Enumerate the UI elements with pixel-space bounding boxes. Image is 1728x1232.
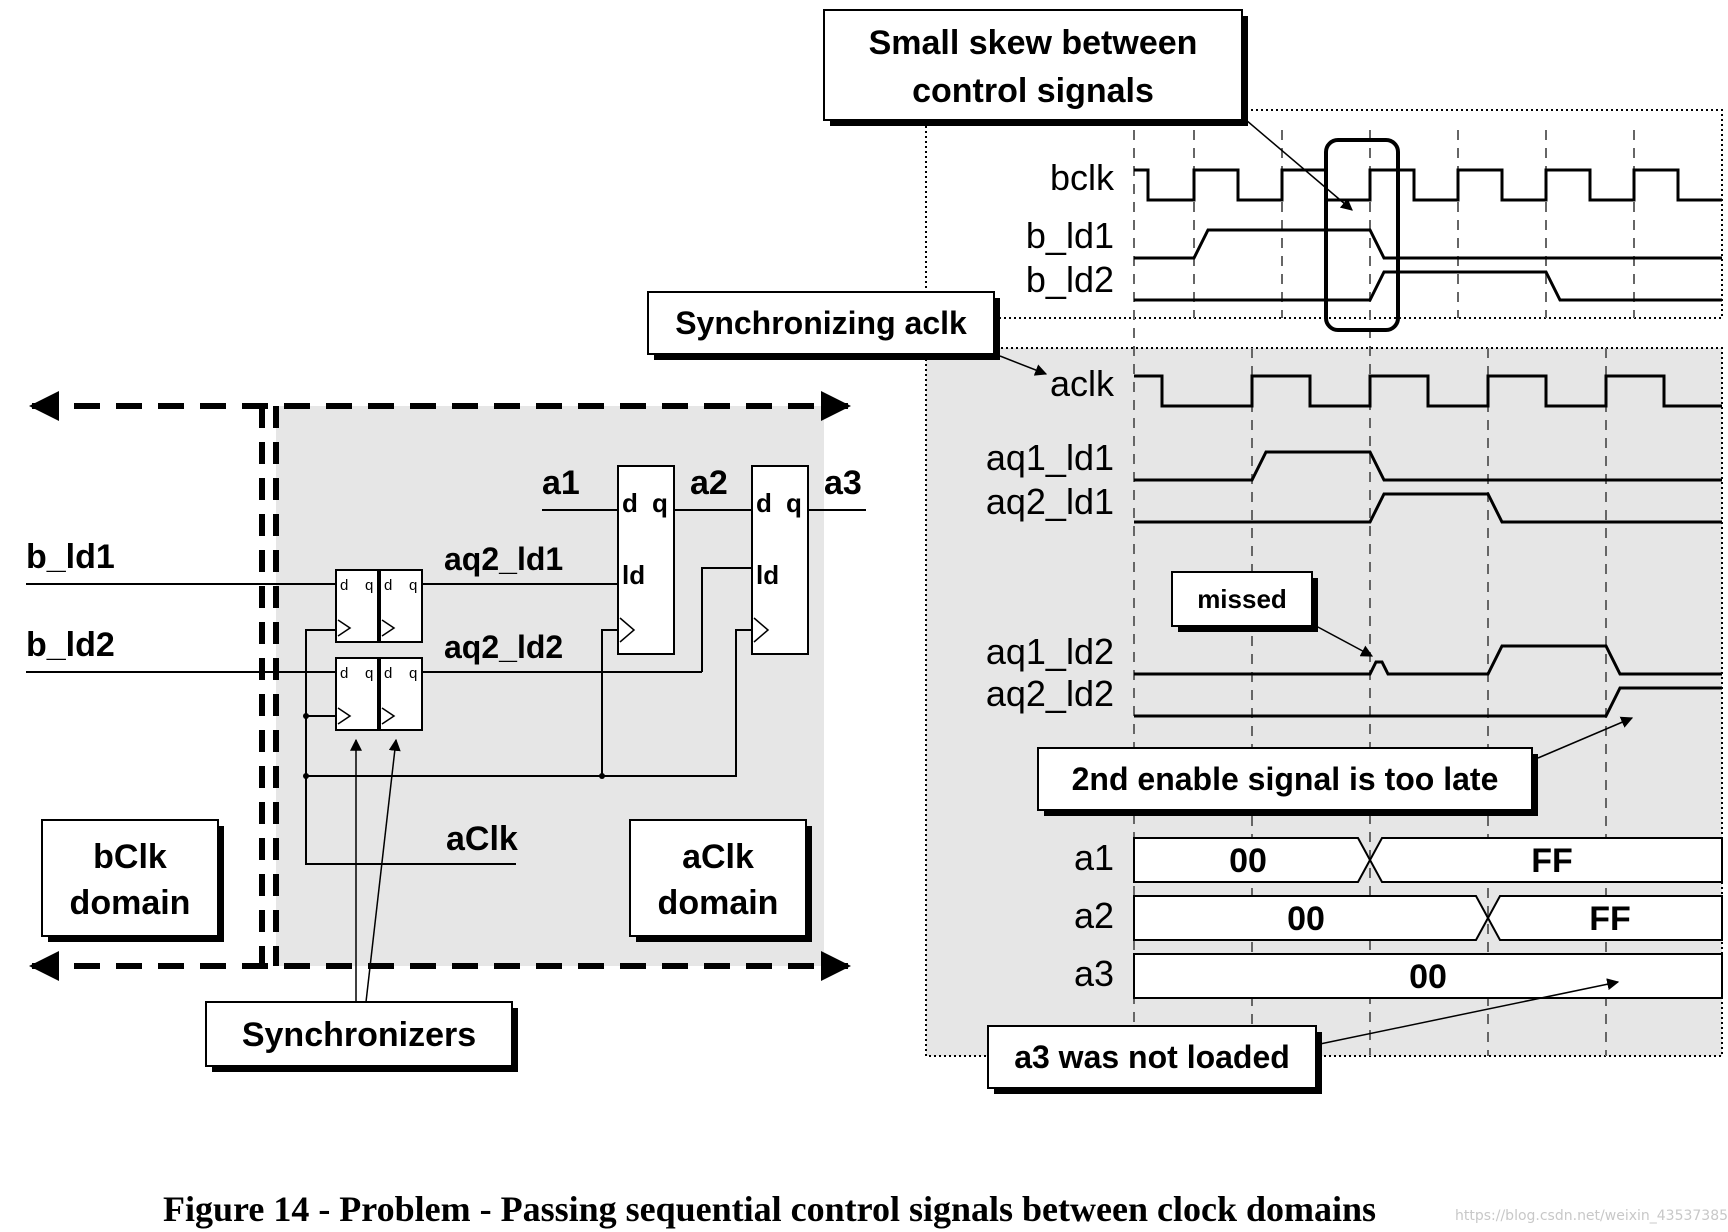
svg-text:d: d xyxy=(622,488,638,518)
sync-aclk-callout: Synchronizing aclk xyxy=(647,291,1000,360)
bclk-label: bclk xyxy=(1050,157,1115,198)
register-a2: d q ld xyxy=(617,465,675,655)
svg-text:Small skew between: Small skew between xyxy=(869,24,1198,62)
register-a3: d q ld xyxy=(751,465,809,655)
svg-text:00: 00 xyxy=(1409,958,1447,996)
aclk-edge-guides xyxy=(1133,130,1607,1056)
skew-highlight xyxy=(1324,138,1400,332)
svg-text:d: d xyxy=(384,665,392,682)
synchronizers-pointer-2 xyxy=(365,738,401,1003)
aq2-ld1-wave-label: aq2_ld1 xyxy=(986,481,1114,522)
b-ld1-wave xyxy=(1134,228,1722,260)
aq2-ld1-label: aq2_ld1 xyxy=(444,541,563,577)
aq1-ld1-wave xyxy=(1134,450,1722,482)
svg-text:domain: domain xyxy=(658,884,779,922)
junction-dot xyxy=(303,773,309,779)
svg-text:control signals: control signals xyxy=(912,72,1154,110)
svg-text:missed: missed xyxy=(1197,584,1287,614)
missed-callout: missed xyxy=(1171,571,1318,632)
a1-bus: 00 FF xyxy=(1133,837,1723,883)
a3-bus: 00 xyxy=(1133,953,1723,999)
aq2-ld2-wave xyxy=(1134,686,1722,718)
svg-text:q: q xyxy=(409,665,417,682)
aq1-ld1-label: aq1_ld1 xyxy=(986,437,1114,478)
svg-text:q: q xyxy=(365,577,373,594)
svg-text:d: d xyxy=(340,577,348,594)
aclk-wave xyxy=(1134,374,1722,408)
synchronizers-callout: Synchronizers xyxy=(205,1001,518,1072)
a3-wave-label: a3 xyxy=(1074,953,1114,994)
a2-label: a2 xyxy=(690,464,728,502)
svg-text:q: q xyxy=(409,577,417,594)
too-late-pointer xyxy=(1537,716,1634,759)
figure-caption: Figure 14 - Problem - Passing sequential… xyxy=(163,1189,1377,1229)
b-ld2-label: b_ld2 xyxy=(1026,259,1114,300)
svg-text:00: 00 xyxy=(1287,900,1325,938)
a2-wave-label: a2 xyxy=(1074,895,1114,936)
aq2-ld2-label: aq2_ld2 xyxy=(444,629,563,665)
aclk-wave-label: aclk xyxy=(1050,363,1115,404)
skew-callout: Small skew between control signals xyxy=(823,9,1248,126)
b-ld2-input-label: b_ld2 xyxy=(26,626,115,664)
aclk-to-regs xyxy=(306,629,752,777)
svg-text:FF: FF xyxy=(1531,842,1573,880)
synchronizer-flops-ld1: d q d q xyxy=(335,569,423,643)
a1-wave-label: a1 xyxy=(1074,837,1114,878)
b-ld1-label: b_ld1 xyxy=(1026,215,1114,256)
svg-text:d: d xyxy=(384,577,392,594)
sync-aclk-pointer xyxy=(999,355,1048,376)
svg-text:domain: domain xyxy=(70,884,191,922)
timing-diagram: bclk b_ld1 b_ld2 aclk aq1_ld1 aq2_ld1 aq… xyxy=(647,9,1723,1094)
svg-text:2nd enable signal is too late: 2nd enable signal is too late xyxy=(1072,761,1499,797)
not-loaded-pointer xyxy=(1319,978,1620,1045)
svg-text:Synchronizing aclk: Synchronizing aclk xyxy=(675,305,967,341)
svg-text:ld: ld xyxy=(756,560,779,590)
schematic: b_ld1 b_ld2 d q d q d q d q xyxy=(26,391,866,1072)
svg-text:bClk: bClk xyxy=(93,838,167,876)
aq2-ld2-to-ld-wire xyxy=(701,567,752,672)
bclk-wave xyxy=(1134,168,1722,202)
svg-text:d: d xyxy=(340,665,348,682)
aq1-ld2-label: aq1_ld2 xyxy=(986,631,1114,672)
bclk-edge-guides xyxy=(1133,130,1635,318)
svg-text:FF: FF xyxy=(1589,900,1631,938)
aq1-ld2-wave xyxy=(1134,644,1722,676)
svg-text:a3 was not loaded: a3 was not loaded xyxy=(1014,1039,1290,1075)
too-late-callout: 2nd enable signal is too late xyxy=(1037,747,1538,816)
aq2-ld1-wave xyxy=(1134,492,1722,524)
svg-text:q: q xyxy=(786,488,802,518)
aclk-wire xyxy=(305,629,516,865)
svg-text:00: 00 xyxy=(1229,842,1267,880)
aclk-label: aClk xyxy=(446,820,518,858)
missed-pointer xyxy=(1315,625,1374,657)
watermark: https://blog.csdn.net/weixin_43537385 xyxy=(1455,1208,1728,1224)
svg-text:q: q xyxy=(365,665,373,682)
aclk-to-reg1 xyxy=(601,629,618,776)
a3-label: a3 xyxy=(824,464,862,502)
a1-label: a1 xyxy=(542,464,580,502)
skew-pointer xyxy=(1245,119,1353,211)
a2-bus: 00 FF xyxy=(1133,895,1723,941)
not-loaded-callout: a3 was not loaded xyxy=(987,1025,1322,1094)
junction-dot xyxy=(303,713,309,719)
b-ld1-input-label: b_ld1 xyxy=(26,538,115,576)
aq2-ld2-wave-label: aq2_ld2 xyxy=(986,673,1114,714)
b-ld2-wave xyxy=(1134,270,1722,302)
synchronizer-flops-ld2: d q d q xyxy=(335,657,423,731)
svg-text:d: d xyxy=(756,488,772,518)
bclk-domain-box: bClk domain xyxy=(41,819,224,942)
svg-text:q: q xyxy=(652,488,668,518)
svg-text:aClk: aClk xyxy=(682,838,754,876)
junction-dot xyxy=(599,773,605,779)
svg-text:ld: ld xyxy=(622,560,645,590)
aclk-domain-box: aClk domain xyxy=(629,819,812,942)
svg-text:Synchronizers: Synchronizers xyxy=(242,1016,476,1054)
